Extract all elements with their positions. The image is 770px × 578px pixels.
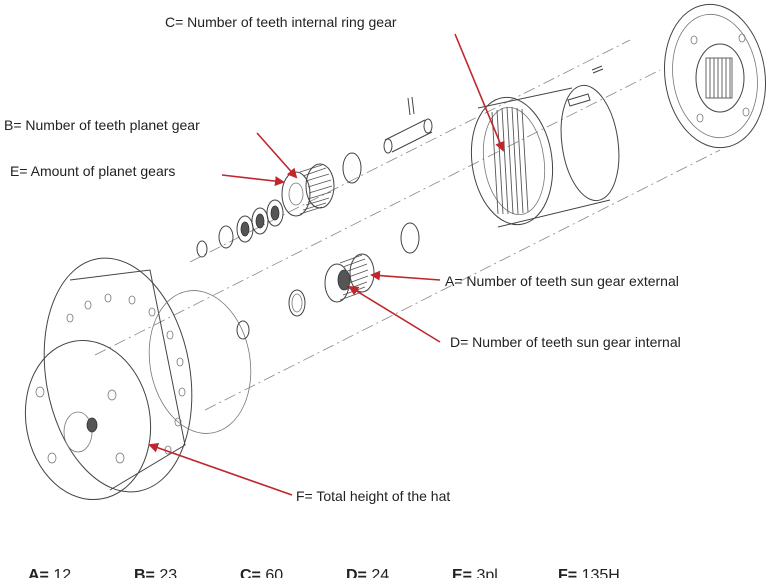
internal-ring-gear	[470, 84, 620, 228]
assembly-axis-lines	[94, 39, 721, 411]
spacer-ring-upper	[342, 152, 362, 184]
leader-b	[256, 132, 298, 179]
label-c-ring-gear: C= Number of teeth internal ring gear	[165, 14, 397, 30]
leader-e	[221, 174, 285, 187]
value-b: B= 23	[134, 568, 178, 578]
planet-pin	[383, 96, 433, 154]
spacer-ring-lower	[400, 222, 420, 254]
needle-bearings	[236, 199, 284, 243]
leader-f	[148, 442, 293, 496]
label-b-planet-gear: B= Number of teeth planet gear	[4, 117, 200, 133]
output-flange	[663, 3, 767, 149]
label-e-planet-count: E= Amount of planet gears	[10, 163, 176, 179]
leader-c	[454, 33, 505, 152]
leader-d	[348, 285, 441, 343]
label-a-sun-external: A= Number of teeth sun gear external	[445, 273, 679, 289]
key-and-screw	[567, 65, 604, 107]
value-c: C= 60	[240, 568, 284, 578]
small-washers	[196, 225, 306, 340]
leader-a	[370, 270, 441, 281]
o-ring-gasket	[148, 290, 252, 434]
housing-bolt-holes	[35, 293, 186, 464]
label-d-sun-internal: D= Number of teeth sun gear internal	[450, 334, 681, 350]
values-row: A= 12 B= 23 C= 60 D= 24 E= 3pl F= 135H	[28, 568, 768, 578]
value-f: F= 135H	[558, 568, 620, 578]
label-f-hat-height: F= Total height of the hat	[296, 488, 451, 504]
sun-gear	[324, 253, 375, 303]
value-a: A= 12	[28, 568, 72, 578]
value-e: E= 3pl	[452, 568, 498, 578]
planet-gear	[281, 163, 335, 217]
housing-hat	[24, 257, 193, 501]
value-d: D= 24	[346, 568, 390, 578]
leader-arrows	[148, 33, 505, 496]
